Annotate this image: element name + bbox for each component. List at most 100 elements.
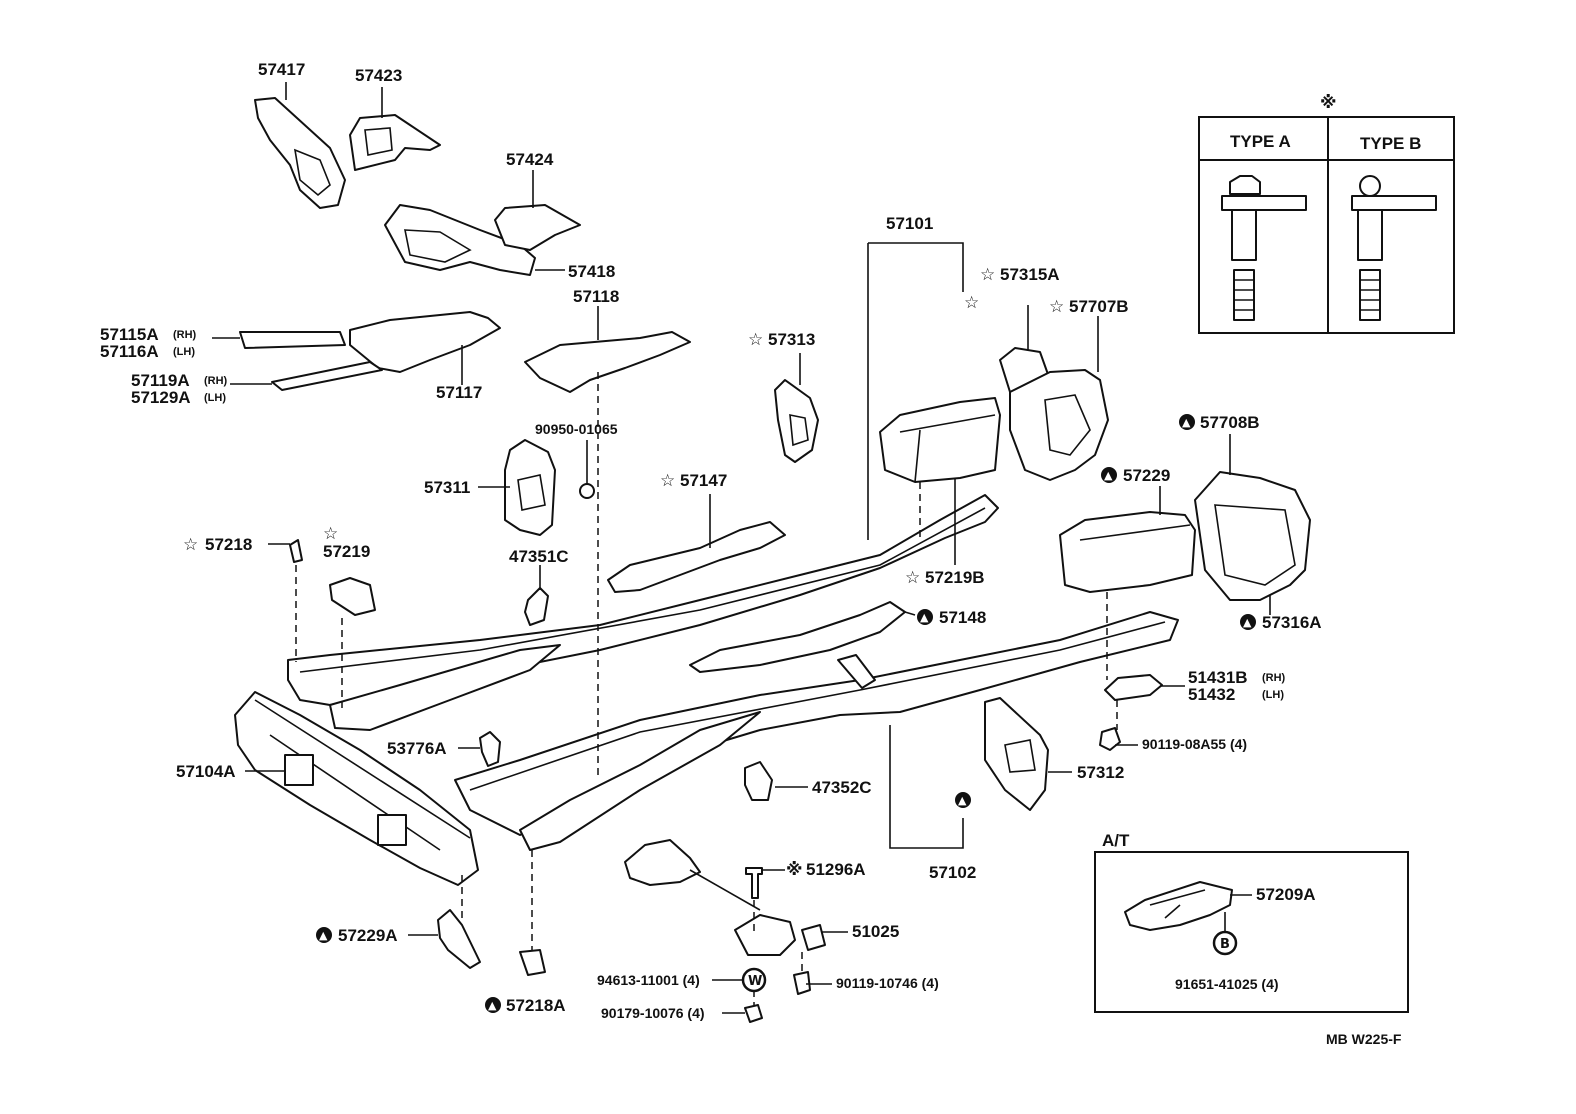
part-57707b-shape[interactable] [1009,369,1109,481]
bolt-type-b-drawing [1351,175,1437,321]
label-53776a[interactable]: 53776A [387,739,447,758]
label-57313[interactable]: 57313 [768,330,815,349]
label-57219b[interactable]: 57219B [925,568,985,587]
legend-symbol: ※ [1320,93,1337,112]
label-94613-11001[interactable]: 94613-11001 (4) [597,972,700,988]
label-90119-08a55[interactable]: 90119-08A55 (4) [1142,736,1247,752]
label-51025[interactable]: 51025 [852,922,899,941]
part-57115a-shape[interactable] [239,331,346,349]
label-57313-star: ☆ [748,330,763,349]
part-51025-shape[interactable] [734,914,796,956]
part-57311-shape[interactable] [504,439,556,536]
part-57218-shape[interactable] [289,539,303,563]
part-53776a-shape[interactable] [479,731,501,767]
label-51432[interactable]: 51432 [1188,685,1235,704]
label-51431b[interactable]: 51431B [1188,668,1248,687]
label-57229[interactable]: 57229 [1123,466,1170,485]
label-57219b-star: ☆ [905,568,920,587]
label-57209a[interactable]: 57209A [1256,885,1316,904]
label-57218a[interactable]: 57218A [506,996,566,1015]
part-57417-shape[interactable] [254,97,346,209]
part-57218a-shape[interactable] [519,949,546,976]
at-inset: A/T [1094,831,1409,1013]
label-57115a[interactable]: 57115A [100,325,159,344]
label-90179-10076[interactable]: 90179-10076 (4) [601,1005,705,1021]
part-57101-inner-shape[interactable] [329,644,561,731]
part-57312-shape[interactable] [984,697,1049,811]
label-57119a[interactable]: 57119A [131,371,190,390]
part-57102-rear-shape[interactable] [519,711,761,851]
label-57218a-triangle: ▲ [488,999,497,1012]
label-57129a-side: (LH) [204,392,226,404]
label-90950-01065[interactable]: 90950-01065 [535,421,618,437]
part-57119a-shape[interactable] [271,361,383,391]
label-57147-star: ☆ [660,471,675,490]
label-57129a[interactable]: 57129A [131,388,191,407]
label-57707b-star: ☆ [1049,297,1064,316]
part-57424-shape[interactable] [494,204,581,251]
at-inset-title: A/T [1102,831,1130,850]
part-57118-shape[interactable] [524,331,691,393]
part-57423-shape[interactable] [349,114,441,171]
label-57104a[interactable]: 57104A [176,762,236,781]
label-51432-side: (LH) [1262,689,1284,701]
label-57118[interactable]: 57118 [573,287,619,306]
star-marker: ☆ [964,293,979,312]
part-57117-shape[interactable] [349,311,501,373]
part-57229-shape[interactable] [1059,511,1196,593]
label-57116a-side: (LH) [173,346,195,358]
leader-lines [212,82,1271,1014]
part-transmission-mount-shape[interactable] [624,839,701,886]
label-57229a[interactable]: 57229A [338,926,398,945]
label-51296a[interactable]: 51296A [806,860,866,879]
label-57147[interactable]: 57147 [680,471,727,490]
w-marker: W [748,974,762,989]
part-57708b-shape[interactable] [1194,471,1311,601]
label-57102[interactable]: 57102 [929,863,976,882]
label-57311[interactable]: 57311 [424,478,470,497]
part-57219b-shape[interactable] [879,397,1001,483]
part-90179-shape[interactable] [744,1004,763,1023]
part-51431b-shape[interactable] [1104,674,1163,701]
part-57313-shape[interactable] [774,379,819,463]
label-57424[interactable]: 57424 [506,150,554,169]
b-marker: B [1220,937,1230,952]
label-57423[interactable]: 57423 [355,66,402,85]
part-51296a-shape[interactable] [745,867,763,899]
label-57117[interactable]: 57117 [436,383,482,402]
label-57418[interactable]: 57418 [568,262,615,281]
part-57219-shape[interactable] [329,577,376,616]
part-labels: 57417 57423 57424 57418 57118 57115A (RH… [100,60,1402,1047]
part-47352c-shape[interactable] [744,761,773,801]
label-57148-triangle: ▲ [920,611,929,624]
markers: ☆ ☆ ▲ W B [323,293,1238,993]
label-57101[interactable]: 57101 [886,214,933,233]
label-57115a-side: (RH) [173,329,197,341]
part-57229a-shape[interactable] [437,909,481,969]
label-91651-41025[interactable]: 91651-41025 (4) [1175,976,1279,992]
part-47351c-shape[interactable] [524,587,549,626]
bolt-type-legend: ※ TYPE A TYPE B [1198,93,1455,334]
label-57708b[interactable]: 57708B [1200,413,1260,432]
label-57316a[interactable]: 57316A [1262,613,1322,632]
label-57312[interactable]: 57312 [1077,763,1124,782]
part-57104a-shape[interactable] [234,691,479,886]
label-57116a[interactable]: 57116A [100,342,159,361]
label-90119-10746[interactable]: 90119-10746 (4) [836,975,939,991]
part-90119-10746-shape[interactable] [793,971,811,995]
bolt-type-a-drawing [1221,175,1307,321]
label-57218[interactable]: 57218 [205,535,252,554]
part-57147-shape[interactable] [607,521,786,593]
star-marker: ☆ [323,524,338,543]
label-57218-star: ☆ [183,535,198,554]
part-90119-08a55-shape[interactable] [1099,727,1121,751]
label-57707b[interactable]: 57707B [1069,297,1129,316]
label-57417[interactable]: 57417 [258,60,305,79]
label-57148[interactable]: 57148 [939,608,986,627]
label-57219[interactable]: 57219 [323,542,370,561]
part-90950-shape[interactable] [579,483,595,499]
label-47352c[interactable]: 47352C [812,778,872,797]
label-47351c[interactable]: 47351C [509,547,569,566]
label-57315a[interactable]: 57315A [1000,265,1060,284]
